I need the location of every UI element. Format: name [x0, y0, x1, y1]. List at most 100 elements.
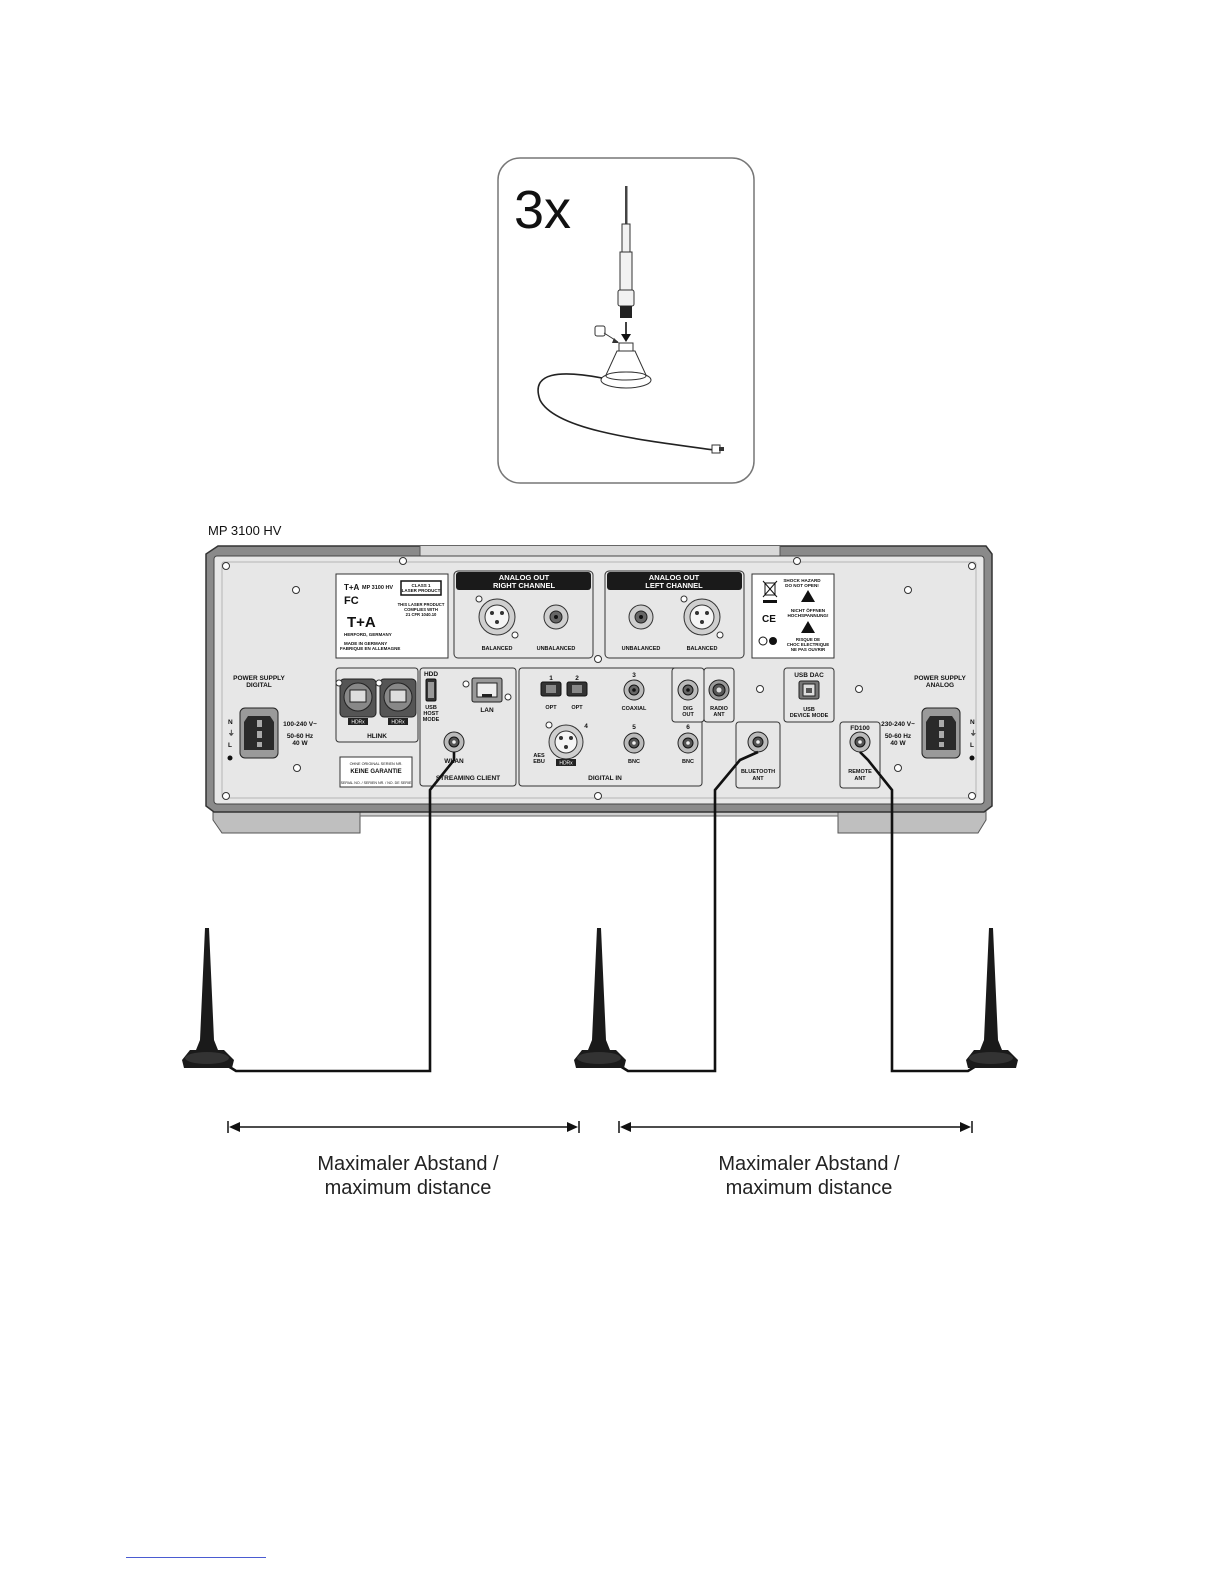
- iec-inlet-analog[interactable]: [921, 707, 961, 759]
- antenna-center-icon: [574, 928, 626, 1068]
- warning-shock-1: SHOCK HAZARD: [783, 578, 821, 583]
- aes-ebu-input-4[interactable]: HDRx: [545, 721, 584, 767]
- antenna-kit-inset: 3x: [497, 157, 755, 484]
- fd100-label: FD100: [850, 725, 870, 732]
- sma-plug-icon: [711, 444, 724, 454]
- plate-brand: T+A: [344, 583, 360, 592]
- aes-label: AES: [533, 753, 545, 759]
- live-label: L: [228, 742, 232, 749]
- remote-cable: [859, 751, 977, 1073]
- iec-inlet-digital[interactable]: [239, 707, 279, 759]
- warning-fr-2: CHOC ELECTRIQUE: [787, 642, 830, 647]
- hdr-badge-1: HDRx: [351, 720, 365, 726]
- power-supply-analog: POWER SUPPLY ANALOG 230-240 V~ 50-60 Hz …: [881, 675, 977, 761]
- power-analog-wattage: 40 W: [890, 740, 906, 747]
- laser-note-1: THIS LASER PRODUCT: [398, 602, 445, 607]
- lan-port[interactable]: [462, 677, 512, 703]
- digital-out-connector[interactable]: [677, 679, 699, 701]
- distance-arrow-left: [227, 1121, 580, 1133]
- optical-input-1[interactable]: [540, 681, 562, 697]
- opt-label-2: OPT: [571, 705, 583, 711]
- coaxial-label: COAXIAL: [622, 706, 647, 712]
- model-caption: MP 3100 HV: [208, 523, 282, 538]
- neutral-label: N: [228, 719, 233, 726]
- ce-mark: CE: [762, 614, 776, 625]
- hdr-badge-2: HDRx: [391, 720, 405, 726]
- antenna-cables: [227, 750, 977, 1073]
- usb-device-label-1: USB: [803, 707, 815, 713]
- bnc-input-6[interactable]: [677, 732, 699, 754]
- guarantee-line-3: SERIAL NO. / SERIEN NR. / NO. DE SERIE: [341, 781, 412, 785]
- dig-out-label-1: DIG: [683, 706, 693, 712]
- balanced-right-label: BALANCED: [482, 646, 513, 652]
- antenna-right-icon: [966, 928, 1018, 1068]
- guarantee-line-2: KEINE GARANTIE: [350, 769, 401, 775]
- radio-antenna-socket[interactable]: [708, 679, 730, 701]
- rca-left-connector[interactable]: [628, 604, 654, 630]
- coaxial-input-3[interactable]: [623, 679, 645, 701]
- input-number-5: 5: [632, 724, 636, 731]
- xlr-left-connector[interactable]: [680, 595, 724, 639]
- ta-logo: T+A: [347, 614, 376, 631]
- wlan-antenna-socket[interactable]: [443, 731, 465, 753]
- hlink-port-2[interactable]: HDRx: [375, 678, 417, 726]
- live-label-analog: L: [970, 742, 974, 749]
- footnote-rule: [126, 1557, 266, 1558]
- input-number-3: 3: [632, 672, 636, 679]
- power-digital-title: POWER SUPPLY: [233, 675, 285, 682]
- usb-device-port[interactable]: [798, 680, 820, 700]
- usb-dac-label: USB DAC: [794, 672, 824, 679]
- hlink-section: HDRx HDRx HLINK: [335, 667, 419, 743]
- radio-ant-label-1: RADIO: [710, 706, 728, 712]
- warning-de-2: HOCHSPANNUNG!: [787, 613, 828, 618]
- usb-host-label-3: MODE: [423, 717, 440, 723]
- power-digital-voltage: 100-240 V~: [283, 721, 317, 728]
- optical-input-2[interactable]: [566, 681, 588, 697]
- bluetooth-antenna-section: BLUETOOTH ANT: [735, 721, 781, 789]
- power-supply-digital: POWER SUPPLY DIGITAL N ⏚ L 100-240 V~ 50…: [227, 675, 317, 761]
- streaming-client-label: STREAMING CLIENT: [436, 775, 500, 782]
- bluetooth-cable: [619, 750, 759, 1073]
- plate-made-fr: FABRIQUE EN ALLEMAGNE: [340, 646, 400, 651]
- bnc-input-5[interactable]: [623, 732, 645, 754]
- warning-de-1: NICHT ÖFFNEN: [791, 607, 826, 613]
- distance-label-left-line1: Maximaler Abstand /: [317, 1153, 499, 1175]
- xlr-right-connector[interactable]: [475, 595, 519, 639]
- radio-antenna-section: RADIO ANT: [703, 667, 735, 723]
- remote-antenna-socket[interactable]: [849, 731, 871, 753]
- input-number-2: 2: [575, 675, 579, 682]
- laser-class-2: LASER PRODUCT: [402, 588, 441, 593]
- hdr-badge-3: HDRx: [559, 761, 573, 767]
- plate-model: MP 3100 HV: [362, 585, 393, 591]
- recycling-icon: [758, 636, 777, 646]
- warning-triangle-icon: [801, 590, 815, 602]
- usb-host-label-2: HOST: [423, 711, 439, 717]
- plate-city: HERFORD, GERMANY: [344, 632, 392, 637]
- power-digital-frequency: 50-60 Hz: [287, 733, 314, 740]
- usb-device-label-2: DEVICE MODE: [790, 713, 829, 719]
- laser-note-2: COMPLIES WITH: [404, 607, 438, 612]
- distance-arrow-right: [618, 1121, 973, 1133]
- opt-label-1: OPT: [545, 705, 557, 711]
- product-label-plate: T+A MP 3100 HV FC CLASS 1 LASER PRODUCT …: [335, 573, 449, 659]
- usb-host-label-1: USB: [425, 705, 437, 711]
- guarantee-line-1: OHNE ORIGINAL SERIEN NR.: [350, 762, 403, 766]
- hlink-port-1[interactable]: HDRx: [335, 678, 377, 726]
- balanced-left-label: BALANCED: [687, 646, 718, 652]
- digital-in-label: DIGITAL IN: [588, 775, 622, 782]
- antenna-left-icon: [182, 928, 234, 1068]
- power-analog-title: POWER SUPPLY: [914, 675, 966, 682]
- lan-label: LAN: [480, 707, 494, 714]
- radio-ant-label-2: ANT: [713, 712, 725, 718]
- magnetic-base-icon: [600, 342, 652, 389]
- power-digital-wattage: 40 W: [292, 740, 308, 747]
- serial-number-sticker: OHNE ORIGINAL SERIEN NR. KEINE GARANTIE …: [339, 756, 413, 788]
- bluetooth-antenna-socket[interactable]: [747, 731, 769, 753]
- weee-bin-icon: [762, 580, 778, 603]
- neutral-label-analog: N: [970, 719, 975, 726]
- usb-dac-section: USB DAC USB DEVICE MODE: [783, 667, 835, 723]
- power-analog-frequency: 50-60 Hz: [885, 733, 912, 740]
- bnc-label-5: BNC: [628, 759, 640, 765]
- rca-right-connector[interactable]: [543, 604, 569, 630]
- distance-label-right-line2: maximum distance: [726, 1177, 893, 1199]
